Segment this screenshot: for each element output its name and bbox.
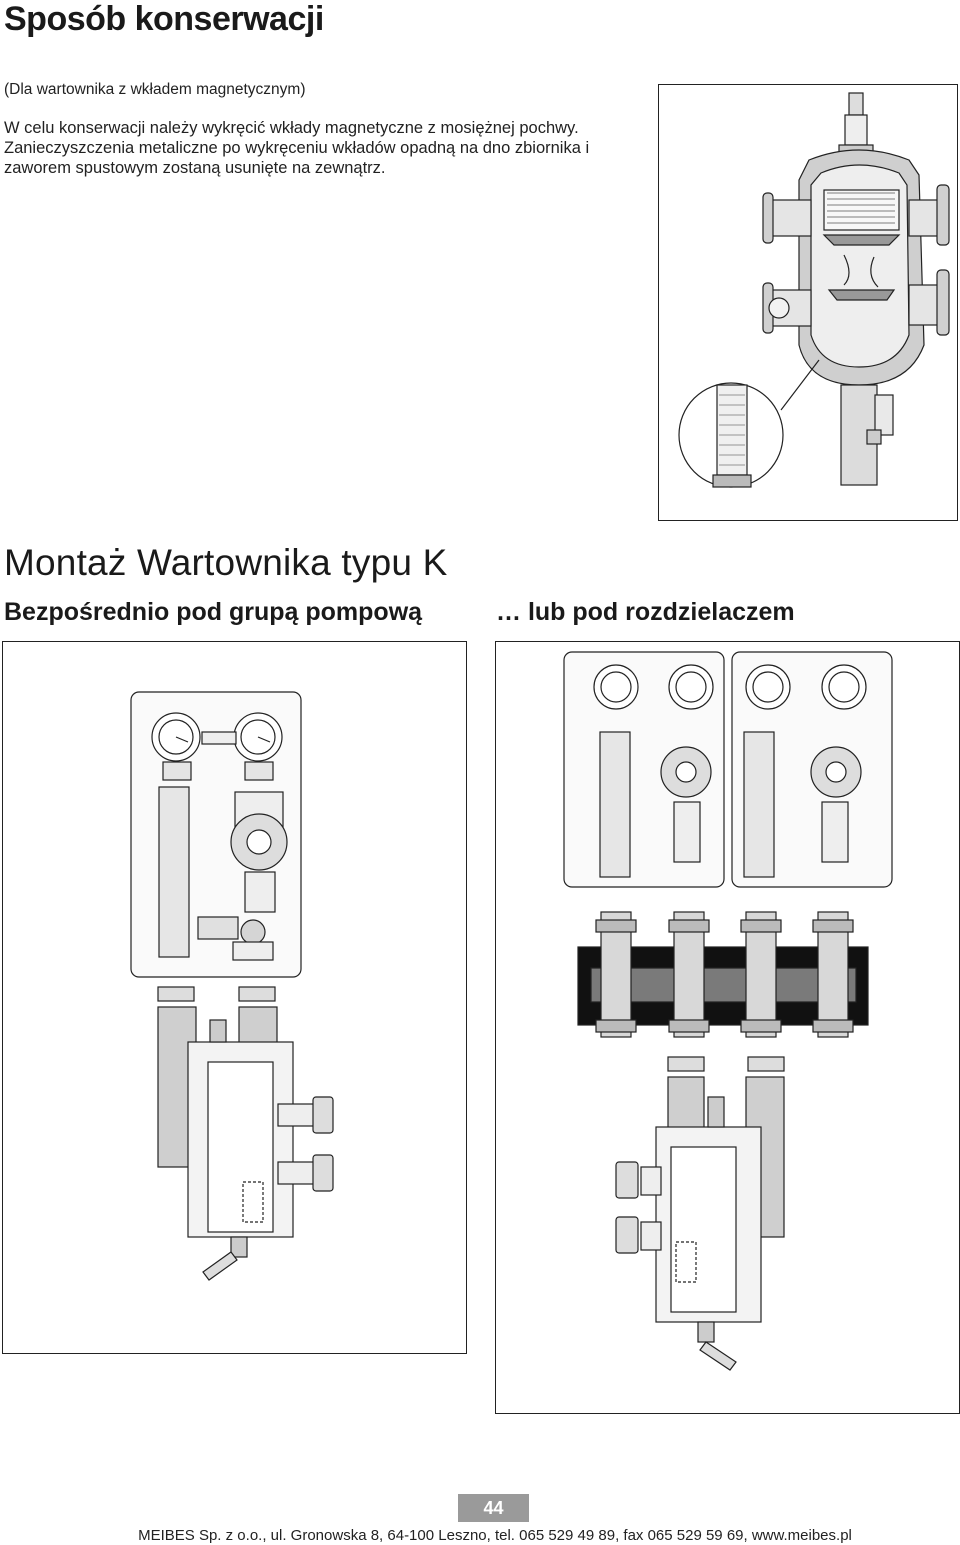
left-caption: Bezpośrednio pod grupą pompową [4, 598, 423, 626]
separator-cutaway-figure [658, 84, 958, 521]
page-title: Sposób konserwacji [4, 0, 324, 38]
paragraph-line-1: W celu konserwacji należy wykręcić wkład… [4, 119, 579, 137]
footer-text: MEIBES Sp. z o.o., ul. Gronowska 8, 64-1… [138, 1527, 852, 1544]
pump-group-installation-figure [2, 641, 467, 1354]
paragraph-line-3: zaworem spustowym zostaną usunięte na ze… [4, 159, 386, 177]
section-title: Montaż Wartownika typu K [4, 542, 448, 583]
right-caption: … lub pod rozdzielaczem [496, 598, 795, 626]
manifold-installation-figure [495, 641, 960, 1414]
note-text: (Dla wartownika z wkładem magnetycznym) [4, 81, 306, 98]
page-number-badge: 44 [458, 1494, 529, 1522]
paragraph-line-2: Zanieczyszczenia metaliczne po wykręceni… [4, 139, 590, 157]
